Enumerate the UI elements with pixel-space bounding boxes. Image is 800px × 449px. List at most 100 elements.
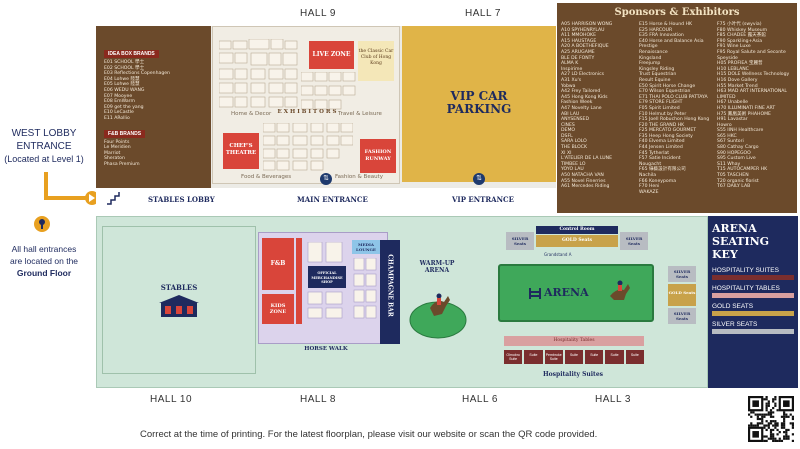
jump-fence-icon <box>529 288 541 299</box>
sponsor-entry: A45 Hong Kong Kids <box>561 94 608 100</box>
sponsor-entry: F35 Heep Hong Society <box>639 133 693 139</box>
sponsor-entry: E50 Spirit Horse Change <box>639 83 696 89</box>
sponsor-entry: A05 HARRISON WONG <box>561 22 613 27</box>
sponsor-entry: E35 FRA Innovation <box>639 33 684 39</box>
sponsor-entry: H91 Lavastar <box>717 117 748 123</box>
door-icon: ⇅ <box>320 173 332 185</box>
sponsor-entry: Yobwa <box>561 83 576 89</box>
seating-key-label: GOLD SEATS <box>712 303 754 310</box>
sponsor-entry: ANYSENSED <box>561 117 589 123</box>
official-merchandise-shop: OFFICIAL MERCHANDISE SHOP <box>308 266 346 288</box>
sponsor-entry: E70 Wilson Equestrian <box>639 89 691 95</box>
gold-seats-right: GOLD Seats <box>668 284 696 306</box>
sponsor-entry: T15 AUTOCAMPER HK <box>717 167 768 173</box>
fashion-runway: FASHION RUNWAY <box>360 139 396 173</box>
kids-zone: KIDS ZONE <box>262 294 294 324</box>
home-decor-label: Home & Decor <box>231 111 272 117</box>
sponsor-entry: LIMITED <box>717 94 736 100</box>
idea-box-item: E06 WEDU WANG <box>104 87 145 93</box>
travel-leisure-label: Travel & Leisure <box>338 111 382 117</box>
fb-brand-item: Sheraton <box>104 156 125 162</box>
sponsor-entry: F10 Helmut by Peter <box>639 111 687 117</box>
arena-field: ARENA <box>498 264 654 322</box>
sponsor-entry: E71 THAI POLO CLUB PATTAYA <box>639 94 708 100</box>
booth-grid-middle <box>300 71 356 110</box>
sponsor-entry: H70 ILLUMINATI FINE ART <box>717 105 776 111</box>
sponsor-entry: WAKAZE <box>639 189 659 195</box>
sponsor-entry: SARA LOLO <box>561 139 587 145</box>
booth-grid-lower <box>262 122 354 171</box>
horse-walk-label: HORSE WALK <box>304 346 348 352</box>
seating-key-title-1: ARENA <box>712 222 757 235</box>
hall-9-area: LIVE ZONE the Classic Car Club of Hong K… <box>212 26 400 184</box>
entrance-note-line-2: are located on the <box>9 256 79 266</box>
fb-brands-title: F&B BRANDS <box>104 129 146 138</box>
sponsor-entry: Nachila <box>639 173 657 179</box>
seating-key-item: GOLD SEATS <box>712 303 794 316</box>
sponsor-entry: S65 HKC <box>717 133 737 139</box>
idea-box-item: E04 Lohwe 陸慧 <box>104 76 140 82</box>
sponsor-entry: H55 Market Trend <box>717 83 758 89</box>
sponsor-entry: Trust Equestrian <box>639 72 677 78</box>
hospitality-suite: Suite <box>585 350 604 364</box>
idea-box-item: E10 LeCastle <box>104 110 134 116</box>
sponsor-entry: A27 LD Electronics <box>561 72 605 78</box>
sponsor-entry: S90 HOPEGOO <box>717 150 751 156</box>
west-lobby-subtitle: (Located at Level 1) <box>4 154 84 164</box>
entrance-note: All hall entrances are located on the Gr… <box>0 243 88 279</box>
sponsor-entry: F25 MERCATO GOURMET <box>639 128 697 134</box>
sponsor-entry: T67 DAILY LAB <box>717 184 751 190</box>
sponsor-entry: Freejump <box>639 61 661 67</box>
sponsor-entry: H15 DOLE Wellness Technology <box>717 72 790 78</box>
classic-car-club: the Classic Car Club of Hong Kong <box>358 41 394 81</box>
booths-hall-8 <box>307 242 343 319</box>
hospitality-suite: Olmobro Suite <box>504 350 523 364</box>
idea-box-item: E08 EmWarm <box>104 99 135 105</box>
champagne-bar-label: CHAMPAGNE BAR <box>386 254 394 317</box>
fb-brand-item: Marriot <box>104 150 121 156</box>
sponsor-entry: F45 Tytherlat <box>639 150 670 156</box>
sponsor-entry: T05 TASCHEN <box>717 173 749 179</box>
sponsor-entry: F75 小叶代 (swyvia) <box>717 22 762 27</box>
entrance-note-bold: Ground Floor <box>16 268 72 278</box>
hall-9-label: HALL 9 <box>300 8 336 19</box>
fb-brand-item: Four Points <box>104 139 130 145</box>
main-entrance-label[interactable]: MAIN ENTRANCE <box>297 195 368 204</box>
booths-middle <box>300 71 356 110</box>
booth-grid-home-decor <box>218 38 299 117</box>
sponsor-entry: F85 CHADEE 露天茶館 <box>717 33 766 39</box>
sponsor-entry: E79 STORE FLIGHT <box>639 100 683 106</box>
fb-brand-item: Phasa Premium <box>104 161 140 167</box>
sponsor-entry: A42 Frey Tailored <box>561 89 601 95</box>
stairs-icon <box>107 192 120 205</box>
seating-key-label: HOSPITALITY SUITES <box>712 267 779 274</box>
sponsor-entry: ALMA K <box>561 61 579 67</box>
sponsor-entry: F91 Wine Luxe <box>717 44 751 50</box>
idea-box-item: E01 SCHOOL 學士 <box>104 60 145 65</box>
hall-3-label: HALL 3 <box>595 394 631 405</box>
fb-side-strip <box>296 238 302 324</box>
west-lobby-arrow <box>44 172 99 205</box>
sponsor-entry: F57 Satie Incident <box>639 156 681 162</box>
grandstand-label: Grandstand A <box>544 252 572 257</box>
sponsor-entry: A61 Mercedes Riding <box>561 184 610 190</box>
idea-box-item: E09 get the yang <box>104 104 144 110</box>
silver-seats-right-1: SILVER Seats <box>668 266 696 282</box>
silver-seats-top-left: SILVER Seats <box>506 232 534 250</box>
sponsor-entry: A10 SPYHENRYLAU <box>561 27 605 33</box>
vip-entrance-label[interactable]: VIP ENTRANCE <box>452 195 514 204</box>
seating-key-label: HOSPITALITY TABLES <box>712 285 780 292</box>
sponsor-entry: E25 HARCOUR <box>639 27 673 33</box>
seating-key-item: HOSPITALITY SUITES <box>712 267 794 280</box>
seating-key-item: HOSPITALITY TABLES <box>712 285 794 298</box>
hospitality-suite: Suite <box>564 350 584 364</box>
sponsor-entry: CINES <box>561 122 575 128</box>
qr-code-icon[interactable] <box>748 396 794 442</box>
idea-box-title: IDEA BOX BRANDS <box>104 50 159 58</box>
sponsor-entry: XI XI <box>561 150 572 156</box>
sponsor-entry: F65 綠藝設計有限公司 <box>639 167 686 173</box>
entrance-note-line-1: All hall entrances <box>11 244 77 254</box>
